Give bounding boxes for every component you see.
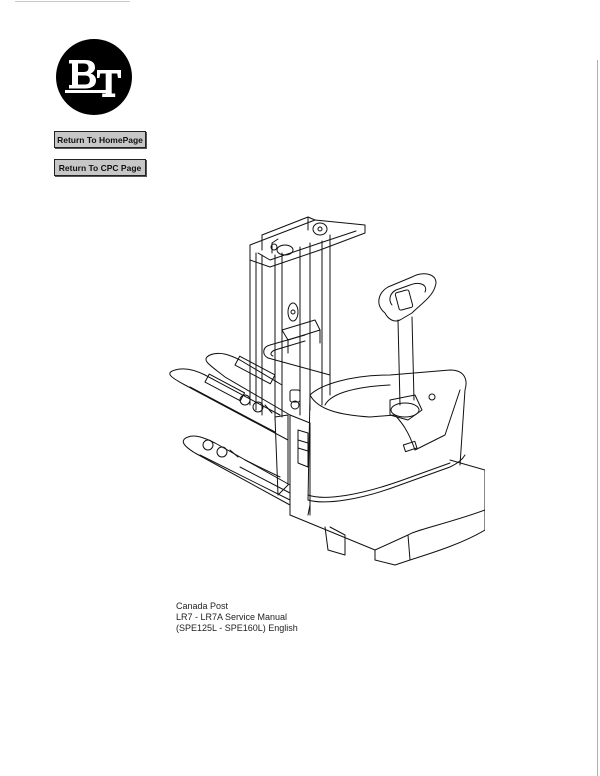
caption-model-range: (SPE125L - SPE160L) English <box>176 623 298 633</box>
bt-logo-icon <box>56 39 132 115</box>
caption-organization: Canada Post <box>176 601 229 611</box>
document-caption: Canada Post LR7 - LR7A Service Manual (S… <box>176 601 298 634</box>
scan-top-rule <box>15 1 130 2</box>
scan-right-edge <box>597 60 598 776</box>
return-to-cpc-page-button[interactable]: Return To CPC Page <box>54 159 146 176</box>
return-to-homepage-button[interactable]: Return To HomePage <box>54 131 146 148</box>
bt-logo <box>55 38 133 116</box>
caption-manual-title: LR7 - LR7A Service Manual <box>176 612 288 622</box>
pallet-stacker-illustration <box>150 205 486 570</box>
